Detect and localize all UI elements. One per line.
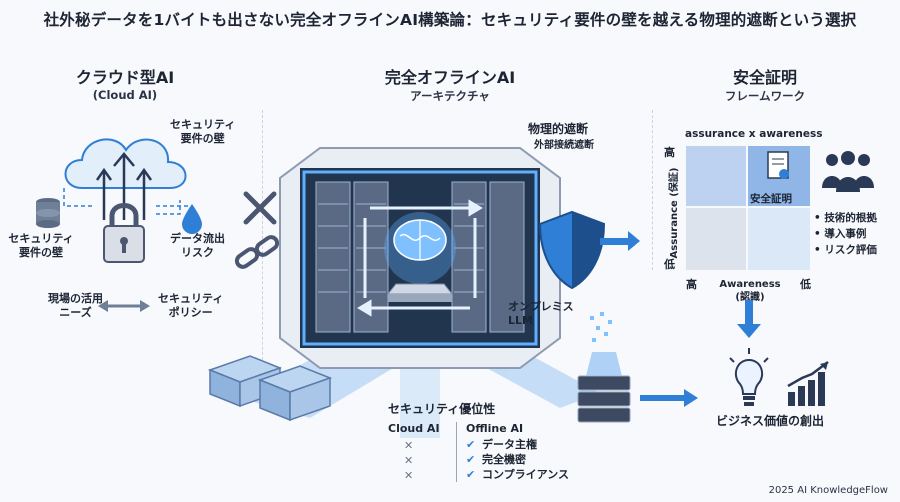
growth-chart-icon xyxy=(787,361,829,406)
llm-pedestal xyxy=(386,283,454,302)
label-security-wall-left: セキュリティ 要件の壁 xyxy=(8,232,74,259)
broken-chain-icon xyxy=(234,235,280,269)
label-physical-cut: 物理的遮断 xyxy=(528,122,589,136)
bullet-1-text: 技術的根拠 xyxy=(824,212,877,224)
bullet-2: • 導入事例 xyxy=(814,228,867,240)
bullet-3-text: リスク評価 xyxy=(824,244,877,256)
label-security-policy: セキュリティ ポリシー xyxy=(158,292,224,319)
arrow-down-icon xyxy=(737,300,761,338)
people-icon xyxy=(822,151,874,192)
database-icon xyxy=(36,198,60,228)
assurance-matrix xyxy=(686,146,810,270)
check-icon: ✔ xyxy=(466,453,476,466)
framework-heading: 安全証明 xyxy=(732,68,797,87)
page-title: 社外秘データを1バイトも出さない完全オフラインAI構築論：セキュリティ要件の壁を… xyxy=(43,11,857,29)
axis-x-high: 高 xyxy=(686,278,697,291)
check-icon: ✔ xyxy=(466,468,476,481)
security-item-3: コンプライアンス xyxy=(482,468,570,481)
cross-mark-2: ✕ xyxy=(404,454,414,467)
shield-icon xyxy=(538,210,606,290)
framework-subheading: フレームワーク xyxy=(724,89,806,103)
lightbulb-icon xyxy=(729,348,769,406)
cloud-ai-heading: クラウド型AI xyxy=(75,68,175,87)
axis-y-low: 低 xyxy=(664,258,675,271)
label-security-wall-top: セキュリティ 要件の壁 xyxy=(170,118,236,145)
bullet-2-text: 導入事例 xyxy=(824,228,867,240)
security-advantage-heading: セキュリティ優位性 xyxy=(388,402,496,416)
label-physical-cut-sub: 外部接続遮断 xyxy=(534,140,594,151)
matrix-title: assurance x awareness xyxy=(685,128,823,140)
brain-icon xyxy=(393,219,447,261)
data-particles-icon xyxy=(590,312,612,342)
axis-y-high: 高 xyxy=(664,146,675,159)
upload-arrows-icon xyxy=(95,152,153,220)
arrow-to-framework-icon xyxy=(600,231,640,251)
circulation-arrows xyxy=(357,199,483,317)
cross-mark-1: ✕ xyxy=(404,439,414,452)
business-value-label: ビジネス価値の創出 xyxy=(716,414,825,428)
bullet-3: • リスク評価 xyxy=(814,244,877,256)
matrix-cell-bottom-left xyxy=(686,208,746,270)
divider-right xyxy=(652,110,653,270)
cloud-ai-subheading: (Cloud AI) xyxy=(92,88,158,102)
cloud-icon xyxy=(64,138,187,189)
cross-icon xyxy=(243,191,277,225)
cert-label: 安全証明 xyxy=(750,193,792,205)
check-icon: ✔ xyxy=(466,438,476,451)
security-offline-label: Offline AI xyxy=(466,422,524,435)
matrix-cell-bottom-right xyxy=(748,208,810,270)
padlock-icon xyxy=(103,203,145,263)
matrix-cell-top-left xyxy=(686,146,746,206)
divider-left xyxy=(262,110,263,380)
cross-mark-3: ✕ xyxy=(404,469,414,482)
bullet-1: • 技術的根拠 xyxy=(814,212,877,224)
offline-ai-subheading: アーキテクチャ xyxy=(410,89,490,103)
axis-x-low: 低 xyxy=(800,278,811,291)
security-divider xyxy=(456,422,457,482)
label-data-leak: データ流出 リスク xyxy=(170,232,225,259)
offline-ai-heading: 完全オフラインAI xyxy=(384,68,516,87)
arrow-to-value-icon xyxy=(640,389,698,407)
axis-x-label: Awareness (認識) xyxy=(719,279,781,303)
axis-y-label: Assurance (保証) xyxy=(669,167,680,259)
storage-cluster-left xyxy=(207,355,333,422)
footer-credit: 2025 AI KnowledgeFlow xyxy=(768,485,888,496)
security-item-1: データ主権 xyxy=(482,438,537,451)
label-field-needs: 現場の活用 ニーズ xyxy=(48,292,103,319)
double-arrow-icon xyxy=(98,300,150,312)
certificate-icon xyxy=(767,151,789,179)
security-item-2: 完全機密 xyxy=(482,453,526,466)
label-onprem-llm: オンプレミス LLM xyxy=(508,300,574,327)
offline-architecture-diagram xyxy=(240,147,640,438)
block-connection xyxy=(234,191,316,269)
security-cloud-label: Cloud AI xyxy=(388,422,440,435)
storage-cluster-right xyxy=(577,312,631,423)
cloud-diagram xyxy=(36,138,202,312)
droplet-icon xyxy=(182,204,202,234)
